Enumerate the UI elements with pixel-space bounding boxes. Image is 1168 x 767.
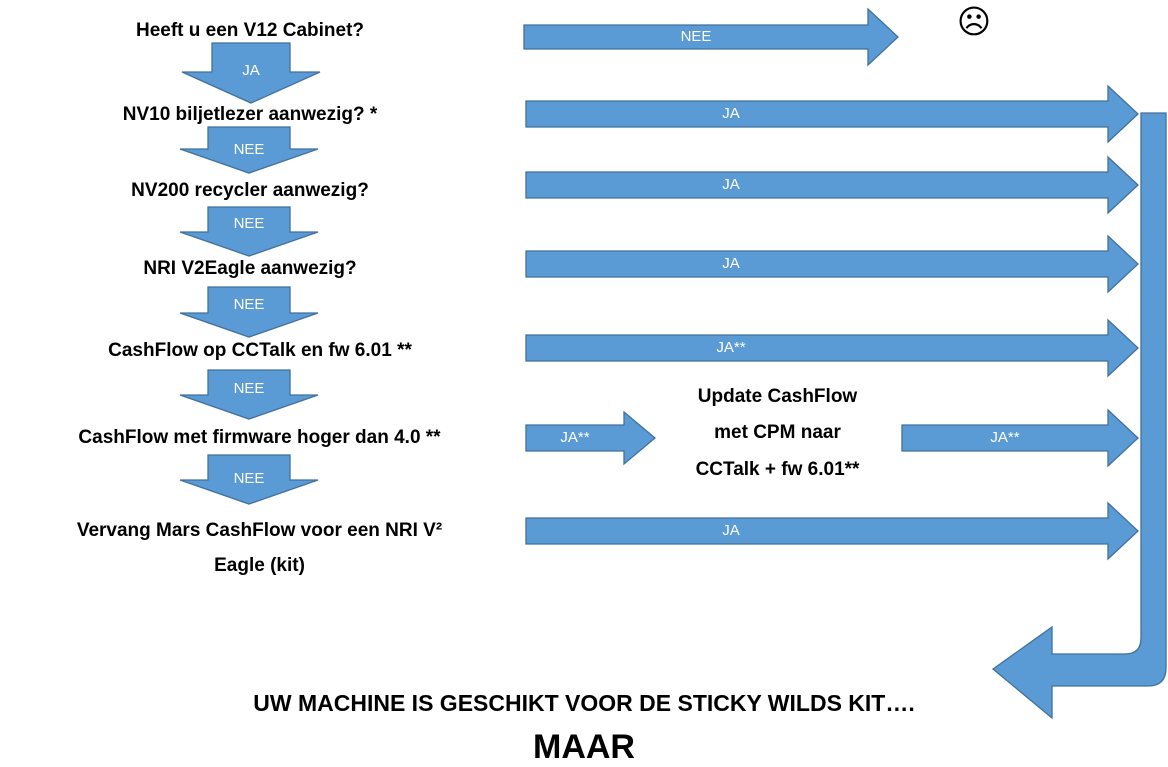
right-arrow-label: JA [722, 522, 740, 539]
collector-arrow [991, 112, 1167, 720]
question-replace-cashflow-line1: Vervang Mars CashFlow voor een NRI V² [76, 520, 443, 541]
down-arrow-nee-2 [179, 206, 319, 257]
down-arrow-label: NEE [233, 215, 265, 232]
update-cashflow-line2: met CPM naar [714, 422, 841, 443]
right-arrow-label: JA** [716, 339, 746, 356]
right-arrow-ja-1 [525, 84, 1139, 144]
update-cashflow-line1: Update CashFlow [697, 386, 858, 407]
result-text: UW MACHINE IS GESCHIKT VOOR DE STICKY WI… [253, 690, 915, 716]
right-arrow-ja-4 [525, 318, 1139, 378]
sad-face-icon: ☹ [956, 2, 992, 41]
down-arrow-ja [181, 42, 321, 104]
down-arrow-nee-5 [179, 454, 319, 505]
down-arrow-label: NEE [233, 470, 265, 487]
question-replace-cashflow-line2: Eagle (kit) [214, 555, 305, 576]
question-nv200: NV200 recycler aanwezig? [131, 180, 369, 201]
right-arrow-ja-2 [525, 155, 1139, 215]
question-v12-cabinet: Heeft u een V12 Cabinet? [135, 20, 365, 41]
right-arrow-label: JA** [560, 429, 590, 446]
right-arrow-label: JA [722, 176, 740, 193]
right-arrow-label: JA [722, 105, 740, 122]
question-nri-v2eagle: NRI V2Eagle aanwezig? [143, 258, 357, 279]
right-arrow-label: JA [722, 255, 740, 272]
down-arrow-nee-1 [179, 126, 319, 174]
down-arrow-nee-4 [179, 369, 319, 420]
down-arrow-label: NEE [233, 380, 265, 397]
right-arrow-ja-6 [901, 408, 1139, 468]
result-partial-text: MAAR [533, 728, 635, 766]
update-cashflow-line3: CCTalk + fw 6.01** [695, 459, 860, 480]
right-arrow-nee [523, 7, 899, 67]
down-arrow-label: JA [242, 62, 260, 79]
flowchart-arrows [179, 7, 1167, 720]
down-arrow-nee-3 [179, 286, 319, 338]
right-arrow-label: NEE [680, 28, 712, 45]
right-arrow-ja-7 [525, 501, 1139, 561]
question-cashflow-firmware: CashFlow met firmware hoger dan 4.0 ** [78, 427, 441, 448]
right-arrow-ja-3 [525, 234, 1139, 294]
down-arrow-label: NEE [233, 296, 265, 313]
question-nv10: NV10 biljetlezer aanwezig? * [122, 104, 378, 125]
right-arrow-label: JA** [990, 429, 1020, 446]
right-arrow-ja-5 [525, 410, 657, 466]
down-arrow-label: NEE [233, 141, 265, 158]
question-cashflow-cctalk: CashFlow op CCTalk en fw 6.01 ** [108, 340, 412, 361]
